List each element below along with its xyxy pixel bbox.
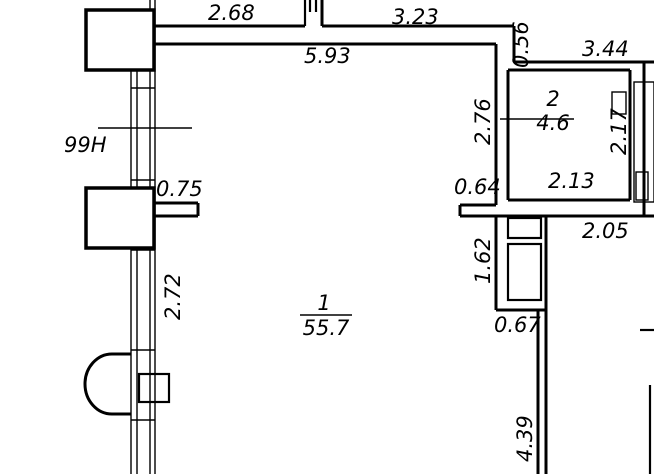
svg-text:55.7: 55.7 [303, 316, 350, 340]
svg-text:4.6: 4.6 [536, 111, 569, 135]
dim-stub-right: 0.64 [454, 175, 501, 199]
dim-room2-height: 2.76 [471, 98, 495, 145]
dim-left-wall-segment: 2.72 [161, 273, 185, 320]
dim-room2-width: 2.13 [548, 169, 595, 193]
rounded-pier [83, 352, 171, 416]
dim-bottom-right: 4.39 [513, 415, 537, 462]
dim-niche-height: 1.62 [471, 237, 495, 284]
column-top [84, 8, 156, 72]
section-mark-99h: 99H [64, 133, 107, 157]
top-wall [155, 0, 654, 64]
svg-text:1: 1 [317, 291, 330, 315]
niche-shafts [494, 216, 654, 474]
dim-top-right: 3.44 [582, 37, 629, 61]
left-stub-wall [155, 201, 200, 218]
dim-top-mid: 3.23 [392, 5, 439, 29]
dim-top-inner: 5.93 [304, 44, 351, 68]
dim-corridor-width: 2.05 [582, 219, 629, 243]
dim-room2-right: 2.17 [607, 108, 631, 155]
dim-left-stub: 0.75 [156, 177, 203, 201]
svg-text:2: 2 [546, 87, 559, 111]
column-middle [84, 186, 156, 250]
bathroom-fixture [611, 81, 654, 203]
room-2-label: 2 4.6 [500, 87, 574, 135]
dim-niche-depth: 0.67 [494, 313, 541, 337]
dim-top-left: 2.68 [208, 1, 255, 25]
room-1-label: 1 55.7 [300, 291, 352, 340]
dim-small-vert-top: 0.56 [509, 21, 533, 68]
room2-walls [458, 44, 654, 218]
